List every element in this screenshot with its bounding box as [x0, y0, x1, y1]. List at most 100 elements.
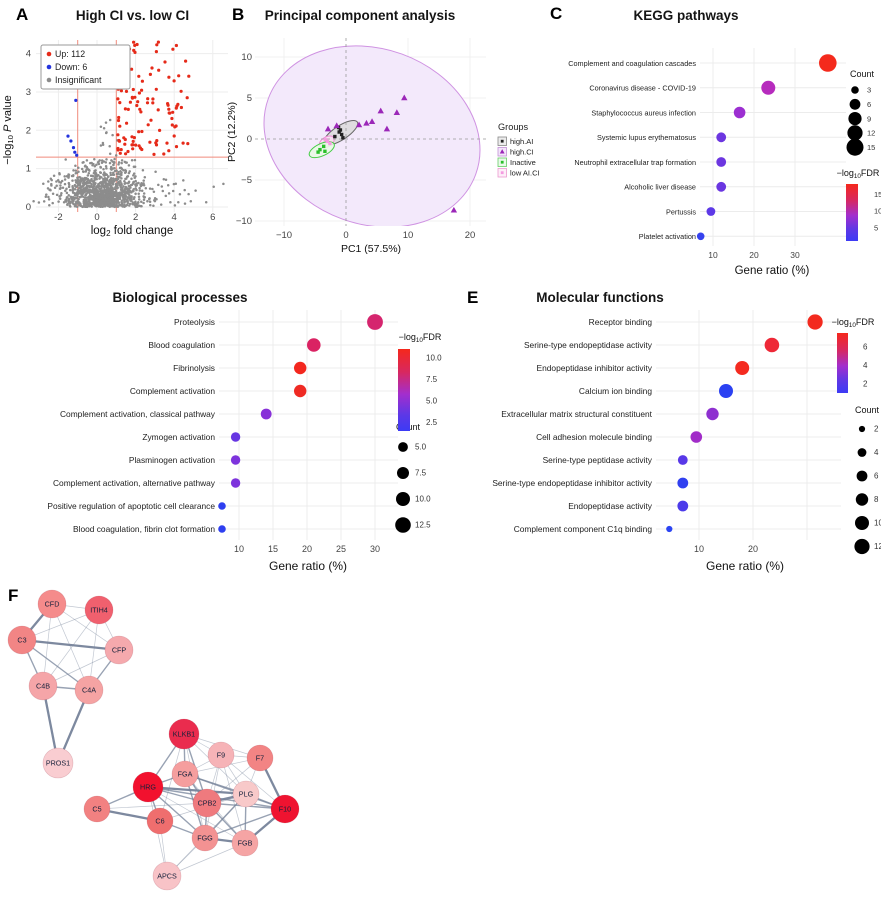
- gene-node-label: CFP: [112, 646, 127, 655]
- svg-text:2: 2: [863, 379, 868, 388]
- category-label: Endopeptidase inhibitor activity: [537, 363, 653, 373]
- category-label: Calcium ion binding: [579, 386, 652, 396]
- gene-node-label: ITIH4: [90, 606, 108, 615]
- svg-text:4: 4: [874, 448, 879, 457]
- y-tick-label: −5: [241, 175, 252, 186]
- gene-node-label: C3: [17, 636, 26, 645]
- svg-text:10.0: 10.0: [426, 353, 442, 362]
- category-label: Complement and coagulation cascades: [568, 59, 696, 68]
- svg-text:2.5: 2.5: [426, 418, 438, 427]
- x-tick-label: 2: [133, 212, 138, 223]
- category-label: Receptor binding: [589, 317, 653, 327]
- pca-points: [316, 94, 458, 213]
- category-label: Endopeptidase activity: [568, 501, 653, 511]
- x-tick-label: 0: [343, 230, 348, 241]
- svg-text:high.AI: high.AI: [510, 137, 533, 146]
- svg-text:Groups: Groups: [498, 122, 529, 132]
- x-tick-label: 20: [748, 544, 758, 554]
- x-tick-label: -2: [54, 212, 62, 223]
- category-label: Systemic lupus erythematosus: [597, 133, 696, 142]
- svg-text:−log10FDR: −log10FDR: [837, 168, 880, 180]
- category-label: Complement activation, classical pathway: [60, 409, 216, 419]
- svg-text:10: 10: [874, 519, 881, 528]
- svg-text:Count: Count: [850, 69, 875, 79]
- x-tick-label: 30: [790, 250, 800, 260]
- x-tick-label: 15: [268, 544, 278, 554]
- category-label: Blood coagulation, fibrin clot formation: [73, 524, 215, 534]
- y-axis-label: −log10 P value: [2, 95, 15, 164]
- gene-node-label: FGA: [178, 770, 193, 779]
- gene-node-label: C4B: [36, 682, 50, 691]
- svg-text:−log10FDR: −log10FDR: [832, 317, 875, 329]
- svg-text:12.5: 12.5: [415, 521, 431, 530]
- panel-title-c: KEGG pathways: [633, 8, 739, 23]
- x-tick-label: 0: [94, 212, 99, 223]
- panel-label-d: D: [8, 288, 21, 307]
- y-tick-label: 1: [26, 164, 31, 175]
- gene-node-label: F10: [279, 805, 291, 814]
- category-label: Proteolysis: [174, 317, 215, 327]
- x-axis-label: log2 fold change: [91, 225, 174, 238]
- x-tick-label: 10: [234, 544, 244, 554]
- panel-label-f: F: [8, 586, 19, 605]
- x-tick-label: 6: [210, 212, 215, 223]
- dotplot-grid: [700, 48, 846, 246]
- category-label: Neutrophil extracellular trap formation: [574, 158, 696, 167]
- x-axis-label: Gene ratio (%): [269, 559, 347, 573]
- svg-text:7.5: 7.5: [415, 469, 427, 478]
- y-tick-label: 10: [241, 52, 252, 63]
- category-label: Serine-type endopeptidase activity: [524, 340, 653, 350]
- panel-title-d: Biological processes: [112, 290, 248, 305]
- svg-text:Count: Count: [855, 405, 880, 415]
- category-label: Serine-type endopeptidase inhibitor acti…: [492, 478, 652, 488]
- category-label: Zymogen activation: [142, 432, 215, 442]
- dotplot-points: [696, 54, 837, 241]
- svg-text:8: 8: [874, 495, 879, 504]
- points-down: [66, 98, 79, 157]
- svg-text:5.0: 5.0: [415, 443, 427, 452]
- points-insignificant: [32, 118, 225, 209]
- gene-node-label: FGB: [238, 839, 253, 848]
- gene-node-label: F9: [217, 751, 225, 760]
- x-tick-label: 20: [302, 544, 312, 554]
- category-label: Coronavirus disease - COVID-19: [589, 84, 696, 93]
- gene-node-label: CPB2: [198, 799, 217, 808]
- gene-node-label: APCS: [157, 872, 177, 881]
- kegg-dotplot: Complement and coagulation cascadesCoron…: [568, 48, 881, 277]
- y-tick-label: 3: [26, 87, 31, 98]
- gene-node-label: CFD: [45, 600, 60, 609]
- panel-label-e: E: [467, 288, 479, 307]
- y-tick-label: 0: [26, 202, 31, 213]
- gene-node-label: HRG: [140, 783, 156, 792]
- svg-text:5.0: 5.0: [426, 396, 438, 405]
- svg-text:10.0: 10.0: [415, 495, 431, 504]
- panel-label-a: A: [16, 5, 29, 24]
- svg-text:12: 12: [874, 542, 881, 551]
- x-tick-label: 30: [370, 544, 380, 554]
- dotplot-points: [666, 314, 823, 533]
- svg-text:6: 6: [863, 343, 868, 352]
- svg-text:3: 3: [867, 86, 871, 95]
- count-legend: Count5.07.510.012.5: [395, 422, 431, 533]
- svg-text:4: 4: [863, 361, 868, 370]
- category-label: Staphylococcus aureus infection: [591, 108, 696, 117]
- x-axis-label: PC1 (57.5%): [341, 243, 401, 255]
- x-tick-label: 10: [708, 250, 718, 260]
- gene-node-label: PROS1: [46, 759, 70, 768]
- gene-node-label: C4A: [82, 686, 96, 695]
- x-tick-label: 20: [749, 250, 759, 260]
- svg-text:Up: 112: Up: 112: [55, 49, 85, 59]
- x-tick-label: −10: [276, 230, 292, 241]
- svg-text:6: 6: [867, 100, 871, 109]
- x-axis-label: Gene ratio (%): [735, 265, 810, 277]
- svg-text:Inactive: Inactive: [510, 158, 536, 167]
- svg-text:10: 10: [874, 207, 881, 216]
